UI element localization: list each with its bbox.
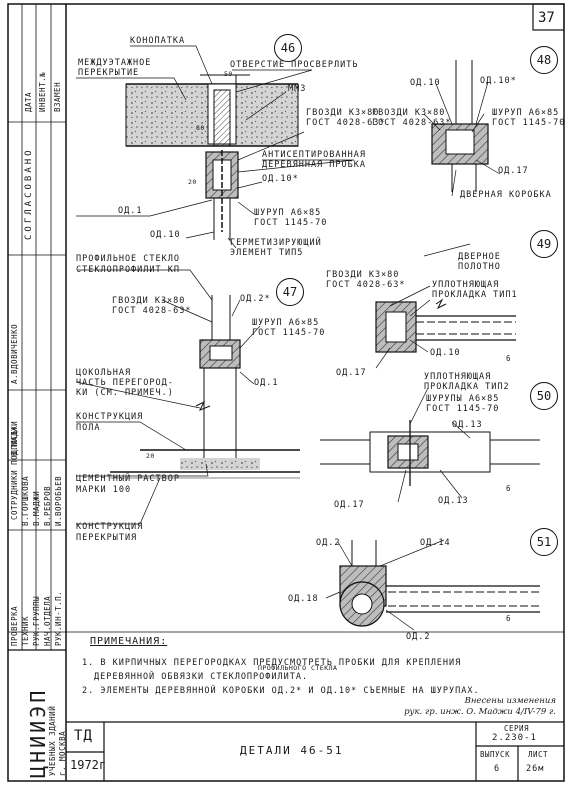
d48-od10s: ОД.10*	[480, 76, 517, 86]
d48-od10: ОД.10	[410, 78, 441, 88]
issue-label: ВЫПУСК	[480, 750, 511, 759]
detail-47-number: 47	[276, 278, 304, 306]
d47-dim: 20	[146, 452, 155, 460]
detail-50-number: 50	[530, 382, 558, 410]
d47-nail: ГВОЗДИ К3×80 ГОСТ 4028-63*	[112, 296, 192, 316]
d50-dim: 6	[506, 484, 512, 493]
d46-od1: ОД.1	[118, 206, 143, 216]
detail-51-number: 51	[530, 528, 558, 556]
d48-screw: ШУРУП А6×85 ГОСТ 1145-70	[492, 108, 566, 128]
d46-od10: ОД.10*	[262, 174, 299, 184]
d49-leaf: ДВЕРНОЕ ПОЛОТНО	[458, 252, 501, 272]
d50-screws: ШУРУПЫ А6×85 ГОСТ 1145-70	[426, 394, 500, 414]
notes-overwrite: ПРОФИЛЬНОГО СТЕКЛА	[258, 664, 338, 672]
series-number: 2.230-1	[492, 733, 537, 743]
d46-caulking: КОНОПАТКА	[130, 36, 186, 46]
d51-dim: 6	[506, 614, 512, 623]
detail-49-number: 49	[530, 230, 558, 258]
d49-dim: 6	[506, 354, 512, 363]
d49-nail: ГВОЗДИ К3×80 ГОСТ 4028-63*	[326, 270, 406, 290]
strip-inv-no: ИНВЕНТ.№	[38, 71, 47, 112]
strip-role-0: РУК.ИН-Т.П.	[54, 590, 63, 646]
d51-od2b: ОД.2	[406, 632, 431, 642]
d47-slab: КОНСТРУКЦИЯ ПЕРЕКРЫТИЯ	[76, 522, 144, 543]
strip-staff-0: И.ВОРОБЬЕВ	[54, 475, 63, 526]
strip-role-4: ПРОВЕРКА	[10, 605, 19, 646]
d46-drill: ОТВЕРСТИЕ ПРОСВЕРЛИТЬ	[230, 60, 359, 70]
detail-47	[110, 295, 300, 479]
strip-staff-1: В.РЕБРОВ	[43, 485, 52, 526]
detail-46	[125, 74, 299, 240]
detail-50	[320, 420, 540, 486]
sheet-number: 37	[538, 10, 555, 26]
d51-od2: ОД.2	[316, 538, 341, 548]
notes-heading: ПРИМЕЧАНИЯ:	[90, 636, 168, 647]
d49-od17: ОД.17	[336, 368, 367, 378]
strip-replace: ВЗАМЕН	[53, 81, 62, 112]
d48-od17: ОД.17	[498, 166, 529, 176]
d46-nail: ГВОЗДИ К3×80 ГОСТ 4028-63*	[306, 108, 386, 128]
d46-dim-c: 80	[196, 124, 205, 132]
doc-year: 1972г	[70, 758, 107, 772]
d48-nail: ГВОЗДИ К3×80 ГОСТ 4028-63*	[372, 108, 452, 128]
d46-od10b: ОД.10	[150, 230, 181, 240]
notes-item-0: 1. В КИРПИЧНЫХ ПЕРЕГОРОДКАХ ПРЕДУСМОТРЕТ…	[82, 658, 462, 668]
strip-date: ДАТА	[24, 91, 33, 112]
strip-role-3: ТЕХНИК	[21, 615, 30, 646]
d46-plank: ММЗ	[288, 84, 307, 94]
org-name: ЦНИИЭП	[26, 687, 50, 778]
detail-48	[431, 60, 489, 192]
d47-floorc: КОНСТРУКЦИЯ ПОЛА	[76, 412, 144, 433]
notes-item-2: 2. ЭЛЕМЕНТЫ ДЕРЕВЯННОЙ КОРОБКИ ОД.2* И О…	[82, 686, 480, 696]
d46-glass: ПРОФИЛЬНОЕ СТЕКЛО СТЕКЛОПРОФИЛИТ КП	[76, 254, 180, 275]
d46-floor: МЕЖДУЭТАЖНОЕ ПЕРЕКРЫТИЕ	[78, 58, 152, 78]
doc-code: ТД	[74, 728, 93, 744]
strip-agreed: СОГЛАСОВАНО	[24, 147, 34, 240]
sheet-value: 26м	[526, 764, 545, 774]
d47-od2: ОД.2*	[240, 294, 271, 304]
doc-title: ДЕТАЛИ 46-51	[240, 744, 344, 757]
d47-plinth: ЦОКОЛЬНАЯ ЧАСТЬ ПЕРЕГОРОД- КИ (СМ. ПРИМЕ…	[76, 368, 174, 398]
d47-od1: ОД.1	[254, 378, 279, 388]
org-city: г. МОСКВА	[58, 730, 67, 776]
strip-staff-2: В.МАДЖИ	[32, 490, 41, 526]
sheet-label: ЛИСТ	[528, 750, 549, 759]
notes-item-1: ДЕРЕВЯННОЙ ОБВЯЗКИ СТЕКЛОПРОФИЛИТА.	[94, 672, 309, 682]
d46-dim-a: 50	[224, 70, 233, 78]
detail-51	[339, 540, 540, 627]
issue-number: 6	[494, 764, 501, 774]
d50-od13b: ОД.13	[438, 496, 469, 506]
detail-48-number: 48	[530, 46, 558, 74]
d46-antiseptic: АНТИСЕПТИРОВАННАЯ ДЕРЕВЯННАЯ ПРОБКА	[262, 150, 366, 170]
strip-role-1: НАЧ.ОТДЕЛА	[43, 595, 52, 646]
d49-gasket2: УПЛОТНЯЮЩАЯ ПРОКЛАДКА ТИП2	[424, 372, 510, 392]
strip-role-2: РУК.ГРУППЫ	[32, 595, 41, 646]
d50-od17: ОД.17	[334, 500, 365, 510]
d46-screw: ШУРУП А6×85 ГОСТ 1145-70	[254, 208, 328, 228]
strip-author: А.ВДОВИЧЕНКО	[10, 323, 19, 384]
d47-mortar: ЦЕМЕНТНЫЙ РАСТВОР МАРКИ 100	[76, 474, 180, 495]
d49-gasket1: УПЛОТНЯЮЩАЯ ПРОКЛАДКА ТИП1	[432, 280, 518, 300]
strip-staff-4: В.МАДЖИ	[10, 420, 19, 456]
org-sub: УЧЕБНЫХ ЗДАНИЙ	[48, 705, 57, 776]
d51-od18: ОД.18	[288, 594, 319, 604]
strip-staff-3: В.ГОРШКОВА	[21, 475, 30, 526]
notes-handwritten: Внесены изменения рук. гр. инж. О. Маджи…	[404, 696, 556, 717]
d51-od14: ОД.14	[420, 538, 451, 548]
d50-od13: ОД.13	[452, 420, 483, 430]
d46-dim-b: 20	[188, 178, 197, 186]
detail-49	[375, 298, 516, 353]
detail-46-number: 46	[274, 34, 302, 62]
d48-box: ДВЕРНАЯ КОРОБКА	[460, 190, 552, 200]
d49-od10: ОД.10	[430, 348, 461, 358]
series-label: СЕРИЯ	[504, 724, 530, 733]
d46-seal: ГЕРМЕТИЗИРУЮЩИЙ ЭЛЕМЕНТ ТИП5	[230, 238, 322, 258]
d47-screw: ШУРУП А6×85 ГОСТ 1145-70	[252, 318, 326, 338]
